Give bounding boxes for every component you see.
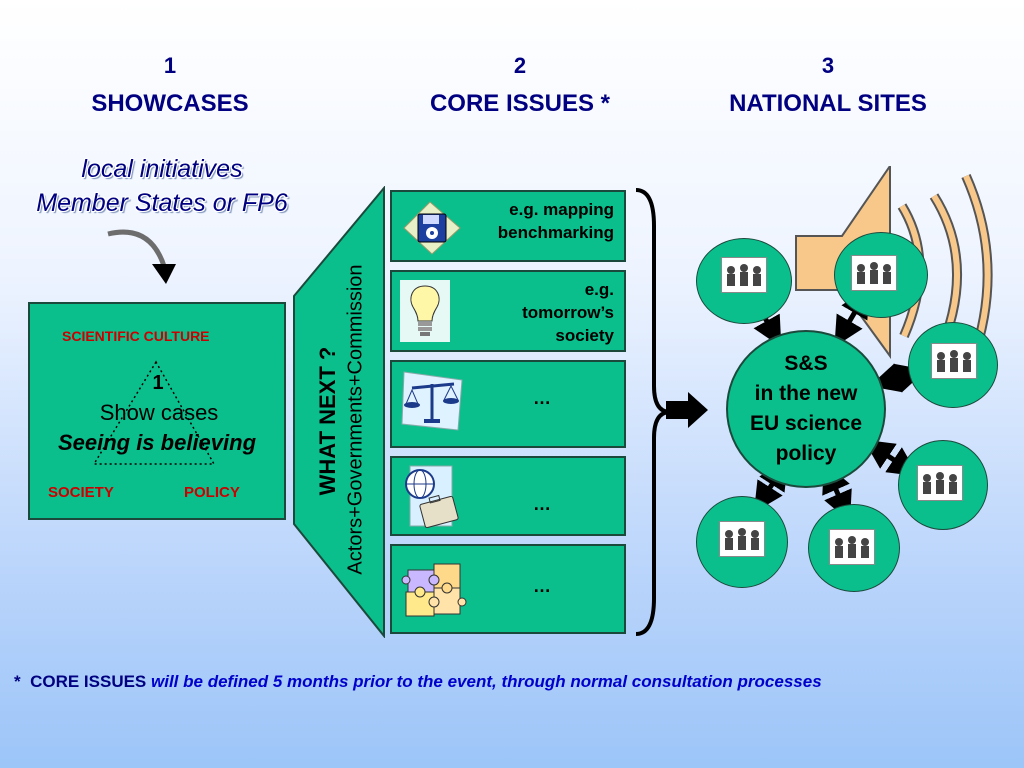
globe-briefcase-icon (405, 465, 459, 529)
people-icon (829, 529, 875, 565)
central-circle: S&S in the new EU science policy (726, 330, 886, 488)
column-3-title: NATIONAL SITES (729, 90, 927, 117)
site-circle-2 (834, 232, 928, 318)
issue-3-ellipsis: … (533, 388, 551, 408)
people-icon (719, 521, 765, 557)
site-circle-4 (898, 440, 988, 530)
showcase-subtitle: Seeing is believing (57, 430, 257, 455)
showcase-title: Show cases (99, 400, 219, 425)
footnote-text: will be defined 5 months prior to the ev… (151, 672, 822, 691)
funnel-shape (293, 186, 385, 638)
puzzle-icon (401, 563, 467, 617)
curved-arrow (107, 229, 176, 284)
issue-box-2: e.g. tomorrow’s society (390, 270, 626, 352)
issue-4-ellipsis: … (533, 494, 551, 514)
center-line-3: EU science (749, 412, 863, 435)
site-circle-1 (696, 238, 792, 324)
society-label: SOCIETY (48, 484, 114, 501)
people-icon (931, 343, 977, 379)
center-line-2: in the new (754, 382, 858, 405)
center-line-4: policy (775, 442, 837, 465)
site-circle-6 (808, 504, 900, 592)
footnote-star: * (14, 672, 21, 691)
issue-2-line-2: tomorrow’s (522, 303, 614, 322)
issue-2-line-3: society (555, 326, 614, 345)
people-icon (851, 255, 897, 291)
note-line-2: Member States or FP6 (36, 189, 288, 217)
scientific-culture-label: SCIENTIFIC CULTURE (62, 328, 210, 344)
site-circle-5 (696, 496, 788, 588)
issue-2-text: e.g. tomorrow’s society (522, 278, 614, 347)
floppy-disk-icon (403, 201, 461, 255)
note-line-1: local initiatives (81, 155, 243, 183)
people-icon (721, 257, 767, 293)
footnote-label: CORE ISSUES (30, 672, 147, 691)
issue-5-ellipsis: … (533, 576, 551, 596)
site-circle-3 (908, 322, 998, 408)
issue-2-line-1: e.g. (584, 280, 614, 299)
column-3-number: 3 (821, 53, 835, 78)
right-arrow-icon (666, 392, 708, 428)
scales-icon (401, 371, 463, 431)
issue-box-3: … (390, 360, 626, 448)
issue-box-4: … (390, 456, 626, 536)
issue-1-text: e.g. mapping benchmarking (498, 198, 614, 244)
people-icon (917, 465, 963, 501)
column-1-title: SHOWCASES (91, 90, 249, 117)
issue-box-1: e.g. mapping benchmarking (390, 190, 626, 262)
issue-1-line-2: benchmarking (497, 223, 614, 242)
issue-box-5: … (390, 544, 626, 634)
column-2-number: 2 (513, 53, 527, 78)
showcase-number: 1 (152, 372, 164, 394)
center-line-1: S&S (784, 352, 828, 375)
column-1-number: 1 (163, 53, 177, 78)
policy-label: POLICY (184, 484, 240, 501)
column-2-title: CORE ISSUES * (429, 90, 611, 117)
light-bulb-icon (400, 280, 450, 342)
issue-1-line-1: e.g. mapping (509, 200, 614, 219)
footnote: * CORE ISSUES will be defined 5 months p… (14, 672, 822, 692)
showcase-box: SCIENTIFIC CULTURE 1 Show cases Seeing i… (28, 302, 286, 520)
